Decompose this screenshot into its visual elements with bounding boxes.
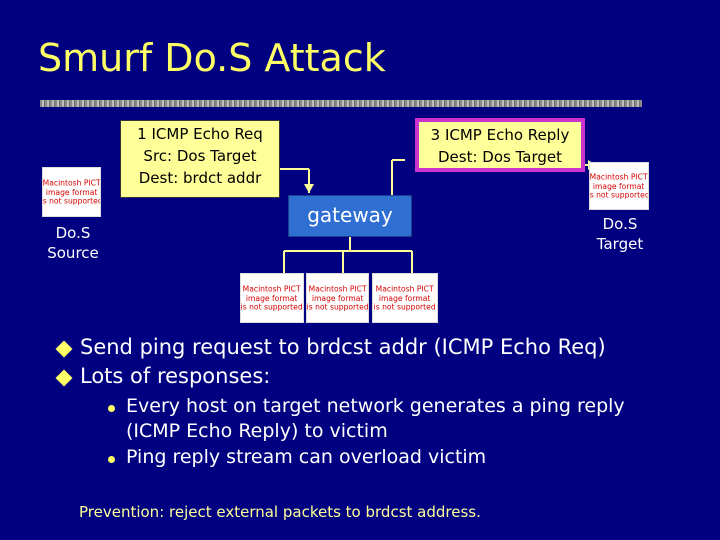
request-line-1: 1 ICMP Echo Req bbox=[137, 125, 263, 143]
pict-line-1: Macintosh PICT bbox=[376, 284, 434, 293]
request-line-2: Src: Dos Target bbox=[143, 146, 257, 165]
sub-bullet-list: Every host on target network generates a… bbox=[106, 394, 698, 471]
prevention-note: Prevention: reject external packets to b… bbox=[79, 503, 481, 521]
pict-line-2: image format bbox=[311, 293, 364, 302]
gateway-box: gateway bbox=[288, 195, 412, 237]
target-line-2: Target bbox=[596, 235, 644, 254]
sub-bullet-every-host: Every host on target network generates a… bbox=[106, 394, 646, 445]
dos-source-image: Macintosh PICT image format is not suppo… bbox=[42, 167, 101, 217]
reply-line-1: 3 ICMP Echo Reply bbox=[430, 126, 570, 144]
pict-line-1: Macintosh PICT bbox=[42, 178, 101, 187]
target-line-1: Do.S bbox=[602, 215, 638, 233]
pict-line-2: image format bbox=[379, 293, 431, 302]
diamond-bullet-icon bbox=[55, 340, 73, 358]
bullet-text: Send ping request to brdcst addr (ICMP E… bbox=[80, 335, 606, 359]
bullet-text: Lots of responses: bbox=[80, 364, 271, 389]
pict-line-3: is not supported bbox=[42, 196, 101, 206]
main-bullet-list: Send ping request to brdcst addr (ICMP E… bbox=[55, 333, 698, 471]
icmp-echo-request-box: 1 ICMP Echo Req Src: Dos Target Dest: br… bbox=[120, 120, 280, 198]
host-3-image: Macintosh PICT image format is not suppo… bbox=[372, 273, 438, 323]
dos-target-image: Macintosh PICT image format is not suppo… bbox=[589, 162, 649, 210]
host-1-image: Macintosh PICT image format is not suppo… bbox=[240, 273, 304, 323]
sub-bullet-overload: Ping reply stream can overload victim bbox=[106, 445, 646, 471]
pict-line-1: Macintosh PICT bbox=[243, 284, 301, 293]
source-line-1: Do.S bbox=[55, 224, 91, 242]
bullet-lots-of-responses: Lots of responses: bbox=[55, 362, 698, 391]
pict-line-3: is not supported bbox=[589, 190, 649, 200]
reply-line-2: Dest: Dos Target bbox=[437, 147, 562, 166]
pict-line-1: Macintosh PICT bbox=[590, 172, 648, 181]
pict-line-3: is not supported bbox=[240, 302, 304, 312]
bullet-send-ping: Send ping request to brdcst addr (ICMP E… bbox=[55, 333, 698, 362]
host-2-image: Macintosh PICT image format is not suppo… bbox=[306, 273, 369, 323]
diamond-bullet-icon bbox=[55, 369, 73, 387]
pict-line-3: is not supported bbox=[306, 302, 369, 312]
source-line-2: Source bbox=[47, 244, 99, 263]
title-underline-rule bbox=[40, 100, 642, 107]
request-line-3: Dest: brdct addr bbox=[138, 168, 262, 187]
request-arrow-head bbox=[304, 184, 314, 193]
pict-line-2: image format bbox=[593, 181, 645, 190]
pict-line-2: image format bbox=[45, 187, 98, 196]
icmp-echo-reply-box: 3 ICMP Echo Reply Dest: Dos Target bbox=[415, 118, 585, 172]
pict-line-2: image format bbox=[246, 293, 298, 302]
dos-source-label: Do.S Source bbox=[39, 223, 107, 264]
slide-title: Smurf Do.S Attack bbox=[38, 36, 386, 80]
dos-target-label: Do.S Target bbox=[585, 214, 655, 255]
gateway-label: gateway bbox=[307, 203, 393, 227]
pict-line-3: is not supported bbox=[373, 302, 437, 312]
pict-line-1: Macintosh PICT bbox=[308, 284, 367, 293]
